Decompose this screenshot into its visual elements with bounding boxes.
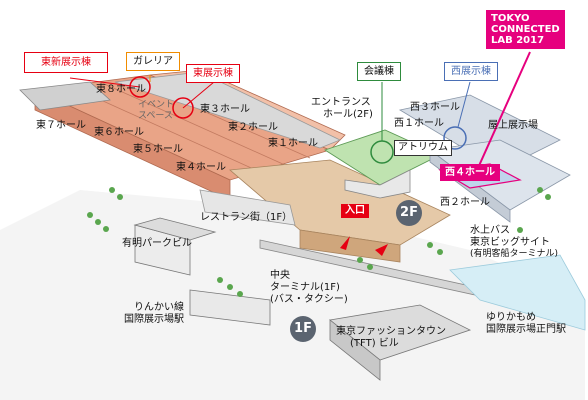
event-badge: TOKYO CONNECTED LAB 2017 — [486, 10, 565, 49]
callout-east-new-hall: 東新展示棟 — [24, 52, 108, 73]
event-badge-line1: TOKYO — [491, 13, 530, 24]
entrance-marker: 入口 — [341, 204, 369, 218]
label-yurikamome-1: ゆりかもめ — [486, 312, 536, 323]
label-east5: 東５ホール — [133, 144, 183, 155]
label-central-1: 中央 — [270, 270, 290, 281]
label-rinkai-1: りんかい線 — [134, 302, 184, 313]
label-central-3: (バス・タクシー) — [270, 294, 348, 305]
callout-east-hall: 東展示棟 — [186, 64, 240, 83]
label-east3: 東３ホール — [200, 104, 250, 115]
callout-galleria: ガレリア — [126, 52, 180, 71]
floor-1f-badge: 1F — [290, 316, 316, 342]
callout-west-hall: 西展示棟 — [444, 62, 498, 81]
label-east4: 東４ホール — [176, 162, 226, 173]
label-central-terminal: 中央 ターミナル(1F) (バス・タクシー) — [270, 270, 348, 306]
label-entrance-hall: エントランス ホール(2F) — [311, 97, 373, 121]
label-yurikamome-station: ゆりかもめ 国際展示場正門駅 — [486, 312, 566, 336]
label-rinkai-station: りんかい線 国際展示場駅 — [124, 302, 184, 326]
label-water-bus-1: 水上バス — [470, 225, 510, 236]
label-event-space-2: スペース — [138, 111, 173, 121]
label-east2: 東２ホール — [228, 122, 278, 133]
label-water-bus-2: 東京ビッグサイト — [470, 237, 550, 248]
label-tft-2: (TFT) ビル — [350, 338, 399, 349]
label-east8: 東８ホール — [96, 84, 146, 95]
label-central-2: ターミナル(1F) — [270, 282, 340, 293]
event-badge-line2: CONNECTED — [491, 24, 560, 35]
floor-2f-badge: 2F — [396, 200, 422, 226]
label-rinkai-2: 国際展示場駅 — [124, 314, 184, 325]
label-event-space-1: イベント — [138, 100, 175, 110]
label-water-bus-3: (有明客船ターミナル) — [470, 249, 559, 259]
label-east6: 東６ホール — [94, 127, 144, 138]
label-west4: 西４ホール — [440, 164, 500, 181]
label-atrium: アトリウム — [394, 140, 452, 156]
label-tft-building: 東京ファッションタウン (TFT) ビル — [336, 326, 446, 350]
label-park-building: 有明パークビル — [122, 238, 192, 249]
label-west2: 西２ホール — [440, 197, 490, 208]
label-entrance-1: エントランス — [311, 97, 371, 108]
event-badge-line3: LAB 2017 — [491, 35, 545, 46]
label-restaurant: レストラン街（1F） — [200, 212, 293, 223]
label-yurikamome-2: 国際展示場正門駅 — [486, 324, 566, 335]
label-west1: 西１ホール — [394, 118, 444, 129]
label-west3: 西３ホール — [410, 102, 460, 113]
label-east7: 東７ホール — [36, 120, 86, 131]
label-event-space: イベント スペース — [138, 100, 174, 122]
label-rooftop: 屋上展示場 — [488, 120, 538, 131]
label-entrance-2: ホール(2F) — [323, 109, 373, 120]
label-tft-1: 東京ファッションタウン — [336, 326, 446, 337]
label-water-bus: 水上バス 東京ビッグサイト (有明客船ターミナル) — [470, 225, 558, 260]
label-east1: 東１ホール — [268, 138, 318, 149]
callout-conference: 会議棟 — [357, 62, 401, 81]
